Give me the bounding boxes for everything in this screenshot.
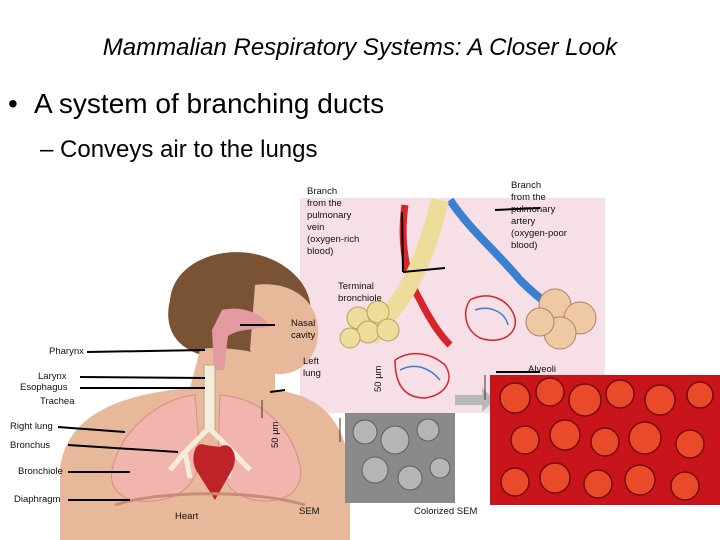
label-heart: Heart — [175, 511, 199, 522]
heart-shape — [193, 444, 235, 500]
label-esophagus: Esophagus — [20, 382, 68, 393]
leader-lines — [57, 207, 541, 501]
sem-texture — [352, 418, 451, 491]
colorized-texture — [499, 377, 714, 501]
alveoli-cluster-left — [339, 300, 400, 349]
trachea — [203, 364, 216, 431]
label-terminal-bronchiole: Terminal bronchiole — [338, 281, 382, 304]
capillary-mesh — [394, 295, 516, 399]
label-scale-50um-upper: 50 µm — [373, 365, 384, 392]
label-scale-50um-lower: 50 µm — [270, 421, 281, 448]
label-nasal-cavity: Nasal cavity — [291, 318, 316, 341]
label-trachea: Trachea — [40, 396, 75, 407]
label-colorized-sem: Colorized SEM — [414, 506, 478, 517]
face — [250, 284, 319, 375]
bullet-dot: • — [8, 88, 18, 119]
left-lung — [217, 394, 302, 502]
label-larynx: Larynx — [38, 371, 67, 382]
label-left-lung: Left lung — [303, 356, 321, 379]
diaphragm-shape — [114, 492, 306, 507]
label-right-lung: Right lung — [10, 421, 53, 432]
label-bronchus: Bronchus — [10, 440, 51, 451]
label-alveoli: Alveoli — [528, 364, 556, 375]
alveoli-cluster-right — [525, 288, 597, 350]
label-bronchiole: Bronchiole — [18, 466, 63, 477]
sub-bullet-item: – Conveys air to the lungs — [40, 136, 318, 163]
bullet-text: A system of branching ducts — [34, 88, 385, 119]
label-pharynx: Pharynx — [49, 346, 84, 357]
slide-title: Mammalian Respiratory Systems: A Closer … — [102, 34, 618, 61]
label-pulmonary-artery: Branch from the pulmonary artery (oxygen… — [511, 180, 567, 251]
right-lung — [111, 394, 201, 502]
bronchi — [168, 426, 252, 479]
label-sem: SEM — [299, 506, 320, 517]
label-diaphragm: Diaphragm — [14, 494, 61, 505]
label-pulmonary-vein: Branch from the pulmonary vein (oxygen-r… — [307, 186, 360, 257]
bullet-item: • A system of branching ducts — [8, 88, 384, 120]
